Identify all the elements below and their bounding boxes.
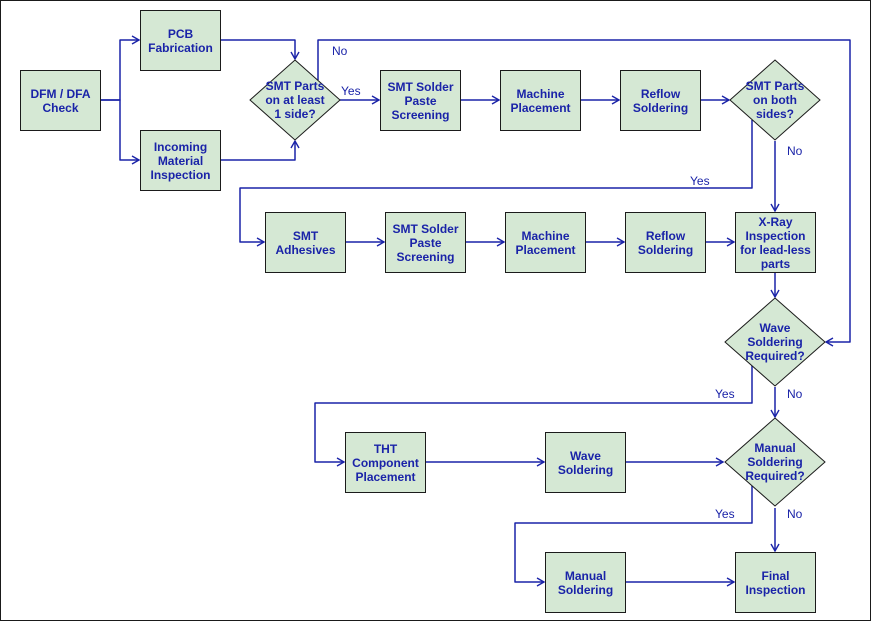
- edge-one-side-no: [317, 39, 851, 347]
- placement-top-box: Machine Placement: [500, 70, 581, 131]
- edge-dfm-to-incoming: [100, 99, 141, 165]
- decision-one-side-shape: [249, 59, 341, 141]
- edge-wave-yes: [314, 364, 753, 467]
- edge-manual-yes: [514, 486, 753, 587]
- decision-one-side-text: SMT Parts on at least 1 side?: [265, 79, 325, 121]
- decision-wave-text: Wave Soldering Required?: [745, 321, 805, 363]
- decision-wave-shape: [724, 297, 826, 387]
- reflow-bottom-box: Reflow Soldering: [625, 212, 706, 273]
- edge-dfm-to-pcb: [100, 35, 141, 101]
- decision-both-sides-text: SMT Parts on both sides?: [745, 79, 805, 121]
- label-both-sides-yes: Yes: [690, 174, 710, 188]
- manual-soldering-box: Manual Soldering: [545, 552, 626, 613]
- decision-manual-text: Manual Soldering Required?: [745, 441, 805, 483]
- smt-paste-top-box: SMT Solder Paste Screening: [380, 70, 461, 131]
- tht-placement-box: THT Component Placement: [345, 432, 426, 493]
- edge-incoming-to-decision-one-side: [221, 139, 300, 161]
- decision-both-sides-shape: [729, 59, 821, 141]
- label-wave-yes: Yes: [715, 387, 735, 401]
- dfm-check-box: DFM / DFA Check: [20, 70, 101, 131]
- xray-inspection-box: X-Ray Inspection for lead-less parts: [735, 212, 816, 273]
- label-manual-no: No: [787, 507, 803, 521]
- placement-bottom-box: Machine Placement: [505, 212, 586, 273]
- smt-paste-bottom-box: SMT Solder Paste Screening: [385, 212, 466, 273]
- final-inspection-box: Final Inspection: [735, 552, 816, 613]
- label-wave-no: No: [787, 387, 803, 401]
- label-one-side-no: No: [332, 44, 348, 58]
- pcb-fabrication-box: PCB Fabrication: [140, 10, 221, 71]
- label-manual-yes: Yes: [715, 507, 735, 521]
- smt-adhesives-box: SMT Adhesives: [265, 212, 346, 273]
- edge-both-sides-yes: [239, 120, 753, 247]
- label-one-side-yes: Yes: [341, 84, 361, 98]
- wave-soldering-box: Wave Soldering: [545, 432, 626, 493]
- edge-pcb-to-decision-one-side: [221, 39, 300, 61]
- decision-manual-shape: [724, 417, 826, 507]
- label-both-sides-no: No: [787, 144, 803, 158]
- reflow-top-box: Reflow Soldering: [620, 70, 701, 131]
- incoming-inspection-box: Incoming Material Inspection: [140, 130, 221, 191]
